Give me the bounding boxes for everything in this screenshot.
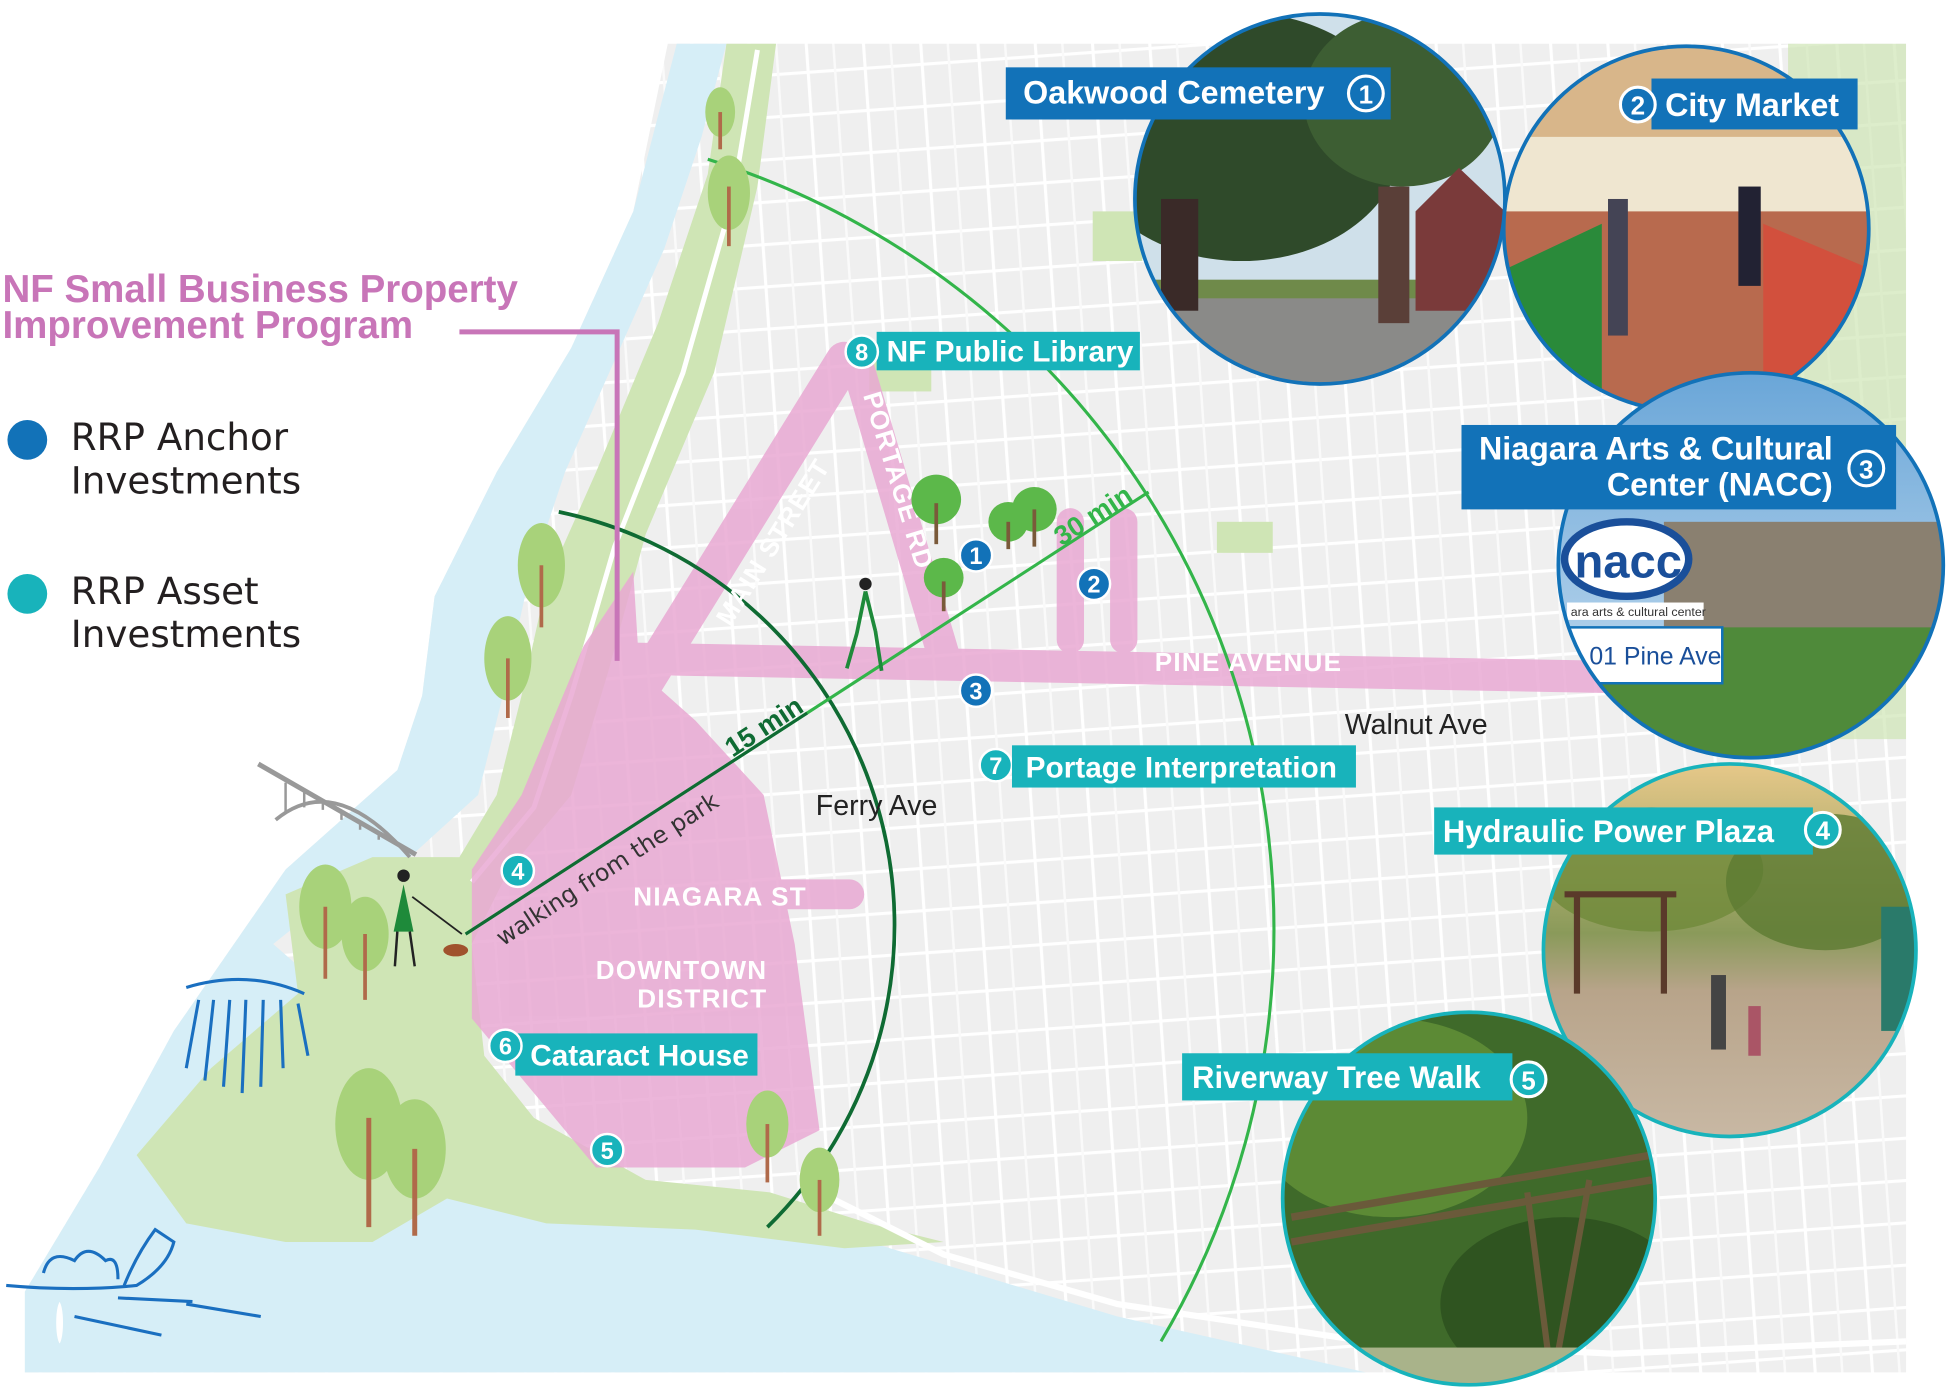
svg-text:3: 3	[1859, 454, 1874, 484]
walker-with-dog-icon	[393, 869, 469, 967]
asset-legend-line1: RRP Asset	[71, 569, 259, 613]
downtown-label-2: DISTRICT	[637, 983, 767, 1013]
anchor-legend-dot	[7, 419, 48, 460]
svg-text:4: 4	[511, 858, 524, 884]
label-city-market[interactable]: 2 City Market	[1618, 78, 1858, 130]
nacc-logo-sign: nacc	[1574, 535, 1682, 588]
marker-asset-4[interactable]: 4	[500, 853, 536, 889]
svg-text:3: 3	[969, 678, 982, 704]
shoreline-road	[818, 1189, 1907, 1357]
label-library[interactable]: 8 NF Public Library	[844, 331, 1140, 371]
svg-text:Cataract House: Cataract House	[530, 1040, 749, 1073]
svg-text:7: 7	[989, 753, 1002, 779]
nacc-address-sign: 01 Pine Ave	[1589, 644, 1721, 671]
street-niagara: NIAGARA ST	[633, 882, 807, 912]
label-cataract-house[interactable]: 6 Cataract House	[487, 1028, 758, 1076]
tree-icon	[746, 1090, 789, 1183]
svg-text:City Market: City Market	[1665, 87, 1839, 123]
svg-text:NF Public Library: NF Public Library	[887, 336, 1134, 369]
photo-nacc: 01 Pine Ave nacc ara arts & cultural cen…	[1556, 370, 1946, 760]
tree-icons	[299, 87, 1057, 1236]
tree-icon	[299, 864, 352, 979]
map-markers: 1 2 3 4 5 7	[500, 537, 1112, 1168]
svg-text:Portage Interpretation: Portage Interpretation	[1026, 752, 1337, 785]
svg-text:2: 2	[1631, 91, 1646, 121]
marker-anchor-2[interactable]: 2	[1076, 566, 1112, 602]
marker-asset-5[interactable]: 5	[589, 1132, 625, 1168]
svg-text:6: 6	[499, 1034, 512, 1060]
tree-icon	[707, 155, 750, 247]
downtown-label-1: DOWNTOWN	[596, 955, 768, 985]
tree-icon	[923, 557, 964, 612]
pine-avenue-band	[598, 642, 1631, 694]
page-margin-left	[0, 0, 677, 1400]
anchor-legend-line1: RRP Anchor	[71, 415, 289, 459]
nacc-subtitle-sign: ara arts & cultural center	[1571, 605, 1706, 619]
svg-text:Oakwood Cemetery: Oakwood Cemetery	[1023, 74, 1324, 110]
downtown-district-area	[471, 571, 820, 1168]
pedestrian-icon	[845, 577, 884, 672]
waterfall-icon	[184, 977, 310, 1094]
tree-icon	[341, 896, 389, 1000]
marker-anchor-3[interactable]: 3	[958, 673, 994, 709]
marker-asset-7[interactable]: 7	[978, 747, 1014, 783]
main-street-band	[552, 341, 863, 820]
tree-icon	[383, 1099, 446, 1236]
svg-text:Hydraulic Power Plaza: Hydraulic Power Plaza	[1443, 814, 1775, 849]
program-area	[471, 341, 1631, 1168]
portage-rd-band	[840, 346, 960, 673]
label-nacc[interactable]: Niagara Arts & Cultural Center (NACC) 3	[1461, 424, 1897, 510]
bridge-icon	[257, 761, 418, 859]
maid-of-mist-icon	[6, 1227, 262, 1347]
svg-text:Center (NACC): Center (NACC)	[1607, 467, 1833, 503]
ring-30-min	[707, 157, 1276, 1343]
svg-text:4: 4	[1816, 816, 1831, 846]
street-walnut: Walnut Ave	[1345, 709, 1488, 741]
svg-text:5: 5	[601, 1138, 614, 1164]
label-riverway-tree-walk[interactable]: Riverway Tree Walk 5	[1182, 1053, 1548, 1101]
program-leader-line	[459, 329, 620, 661]
street-pine: PINE AVENUE	[1155, 647, 1342, 677]
tree-icon	[517, 523, 565, 628]
program-title-line1: NF Small Business Property	[2, 268, 518, 311]
svg-text:8: 8	[855, 339, 868, 365]
anchor-legend-line2: Investments	[71, 458, 301, 502]
svg-text:Riverway Tree Walk: Riverway Tree Walk	[1192, 1060, 1481, 1095]
program-title-line2: Improvement Program	[2, 304, 413, 347]
ring-15-min	[558, 510, 897, 1229]
tree-icon	[1011, 487, 1057, 547]
street-ferry: Ferry Ave	[816, 790, 938, 822]
riverfront-park	[136, 43, 944, 1249]
svg-text:2: 2	[1087, 572, 1100, 598]
marker-anchor-1[interactable]: 1	[958, 537, 994, 573]
walk-rings	[464, 157, 1276, 1343]
svg-text:1: 1	[969, 543, 982, 569]
label-oakwood-cemetery[interactable]: Oakwood Cemetery 1	[1005, 67, 1391, 120]
tree-icon	[705, 87, 736, 150]
asset-legend-dot	[7, 573, 48, 614]
tree-icon	[484, 616, 532, 719]
label-portage-interpretation[interactable]: Portage Interpretation	[1011, 745, 1356, 788]
svg-text:5: 5	[1521, 1065, 1536, 1095]
tree-icon	[799, 1147, 840, 1236]
tree-icon	[911, 474, 962, 545]
asset-legend-line2: Investments	[71, 612, 301, 656]
svg-text:Niagara Arts & Cultural: Niagara Arts & Cultural	[1479, 431, 1833, 467]
svg-text:1: 1	[1359, 79, 1374, 109]
label-hydraulic-power-plaza[interactable]: Hydraulic Power Plaza 4	[1434, 807, 1842, 855]
